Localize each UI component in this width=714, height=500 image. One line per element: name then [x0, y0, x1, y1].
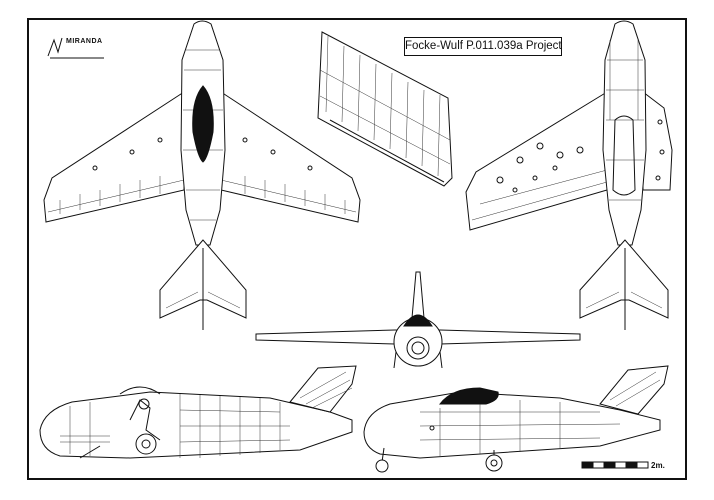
logo-text: MIRANDA — [66, 38, 103, 45]
bottom-view — [465, 20, 673, 330]
logo-mark — [47, 37, 104, 59]
top-view-left-wing — [43, 91, 185, 223]
front-view-fin — [411, 271, 425, 319]
side-view-fin — [599, 365, 669, 415]
side-view-main-wheel — [485, 454, 503, 472]
side-view-nose-wheel — [375, 459, 389, 473]
wing-panel — [317, 31, 453, 187]
cutaway-pilot — [129, 399, 161, 441]
front-view-intake — [406, 336, 430, 360]
cutaway-fuselage — [39, 391, 353, 459]
wing-structure-view — [317, 31, 453, 187]
drawing-title: Focke-Wulf P.011.039a Project — [404, 37, 562, 56]
bottom-view-right-wing — [642, 90, 673, 191]
side-view-canopy — [438, 387, 499, 405]
bottom-view-tailplane — [579, 239, 669, 319]
bottom-view-fuselage — [602, 20, 647, 246]
scale-bar — [581, 461, 649, 469]
cutaway-side-view — [39, 365, 357, 459]
side-view — [363, 365, 669, 473]
bottom-view-left-wing — [465, 91, 608, 231]
front-view — [255, 271, 581, 369]
sheet-frame — [27, 18, 687, 480]
cutaway-fin — [289, 365, 357, 413]
miranda-logo: MIRANDA — [46, 34, 108, 60]
scale-label: 2m. — [651, 461, 665, 470]
top-view-canopy — [192, 85, 214, 163]
top-view — [43, 20, 361, 330]
front-view-canopy — [403, 314, 433, 327]
cutaway-main-wheel — [135, 433, 157, 455]
